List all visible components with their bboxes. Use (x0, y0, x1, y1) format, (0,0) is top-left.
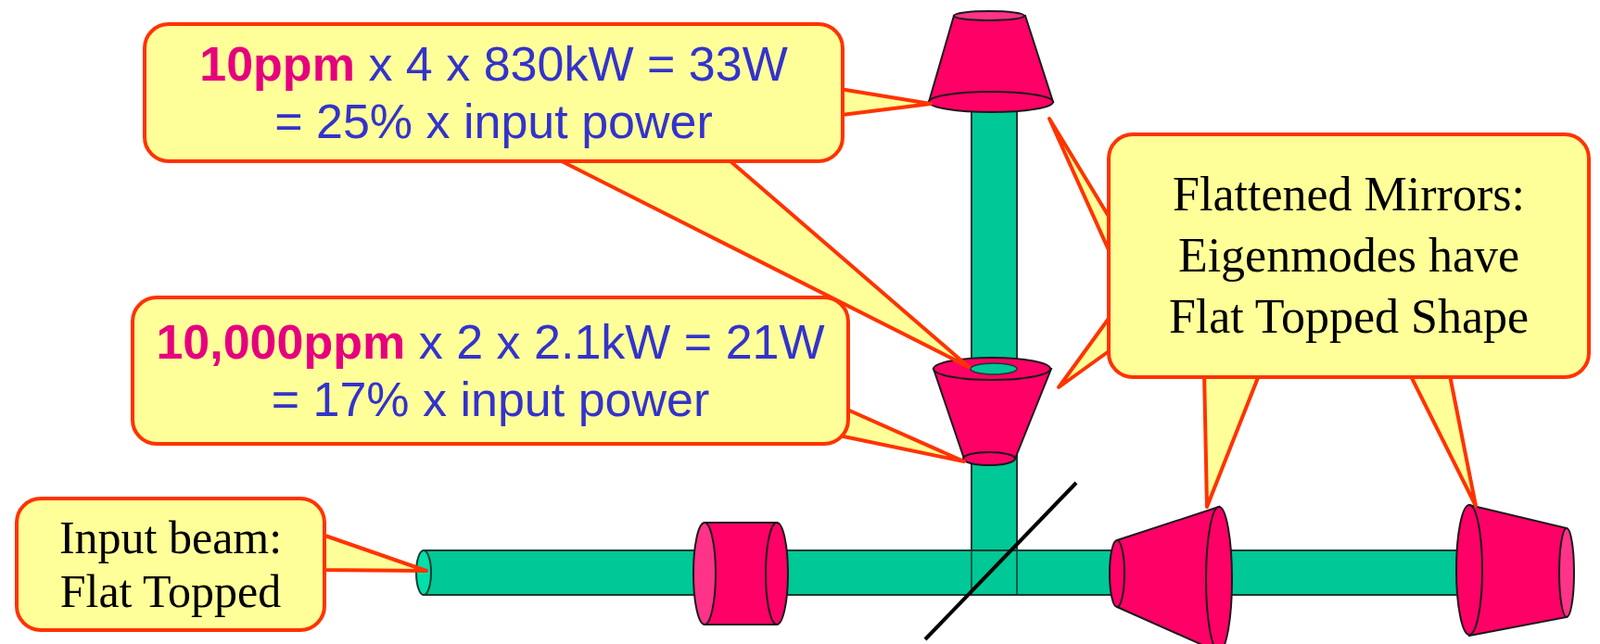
end-mirror-top-face (928, 91, 1054, 113)
input-mirror-edge (704, 623, 777, 626)
loss-value: 10,000ppm (155, 315, 406, 369)
callout-content: 10ppmx 4 x 830kW = 33W= 25% x input powe… (199, 35, 788, 151)
beam-splitter (925, 482, 1077, 640)
beam-junction (971, 550, 1017, 596)
callout-text: Flattened Mirrors: Eigenmodes have Flat … (1144, 164, 1553, 348)
input-mirror-face (693, 522, 716, 625)
callout-pointer (317, 533, 427, 572)
vertical-beam (971, 100, 1017, 557)
cavity-mirror-vertical-face (933, 357, 1051, 381)
callout-content: 10,000ppmx 2 x 2.1kW = 21W= 17% x input … (155, 313, 825, 429)
cavity-mirror-vertical-face (963, 452, 1016, 466)
formula-line: 10,000ppmx 2 x 2.1kW = 21W (155, 313, 825, 371)
formula-text: = 25% x input power (274, 94, 713, 149)
cavity-mirror-horizontal-face (1206, 507, 1232, 644)
end-mirror-top-face (953, 11, 1025, 21)
end-mirror-right-face (1456, 505, 1483, 635)
cavity-mirror-horizontal-face (1109, 540, 1125, 608)
callout-pointer (1204, 370, 1261, 508)
end-mirror-right (1469, 505, 1567, 636)
horizontal-beam (423, 550, 1480, 596)
formula-line: = 25% x input power (199, 92, 788, 151)
callout-content: Flattened Mirrors: Eigenmodes have Flat … (1144, 164, 1553, 348)
formula-text: = 17% x input power (271, 372, 711, 427)
callout-pointer (838, 406, 965, 462)
callout-pointer (834, 88, 931, 116)
cavity-mirror-vertical (933, 368, 1052, 459)
loss-value: 10ppm (199, 37, 356, 91)
formula-line: = 17% x input power (155, 370, 825, 429)
beam-in-mirror (970, 363, 1017, 375)
callout-box: 10ppmx 4 x 830kW = 33W= 25% x input powe… (142, 22, 845, 164)
formula-text: x 4 x 830kW = 33W (368, 37, 788, 91)
beam-end (416, 550, 432, 596)
callout-content: Input beam: Flat Topped (40, 510, 301, 619)
cavity-mirror-horizontal (1117, 507, 1220, 644)
callout-text: Input beam: Flat Topped (40, 510, 301, 619)
end-mirror-right-face (1559, 528, 1575, 618)
callout-pointer (1408, 370, 1476, 507)
formula-text: x 2 x 2.1kW = 21W (419, 315, 826, 369)
end-mirror-top (928, 15, 1054, 102)
input-mirror-edge (704, 521, 777, 524)
callout-box: Input beam: Flat Topped (14, 496, 327, 633)
input-mirror-face (765, 522, 788, 625)
callout-box: 10,000ppmx 2 x 2.1kW = 21W= 17% x input … (130, 295, 851, 446)
callout-box: Flattened Mirrors: Eigenmodes have Flat … (1106, 132, 1591, 380)
formula-line: 10ppmx 4 x 830kW = 33W (199, 35, 788, 93)
